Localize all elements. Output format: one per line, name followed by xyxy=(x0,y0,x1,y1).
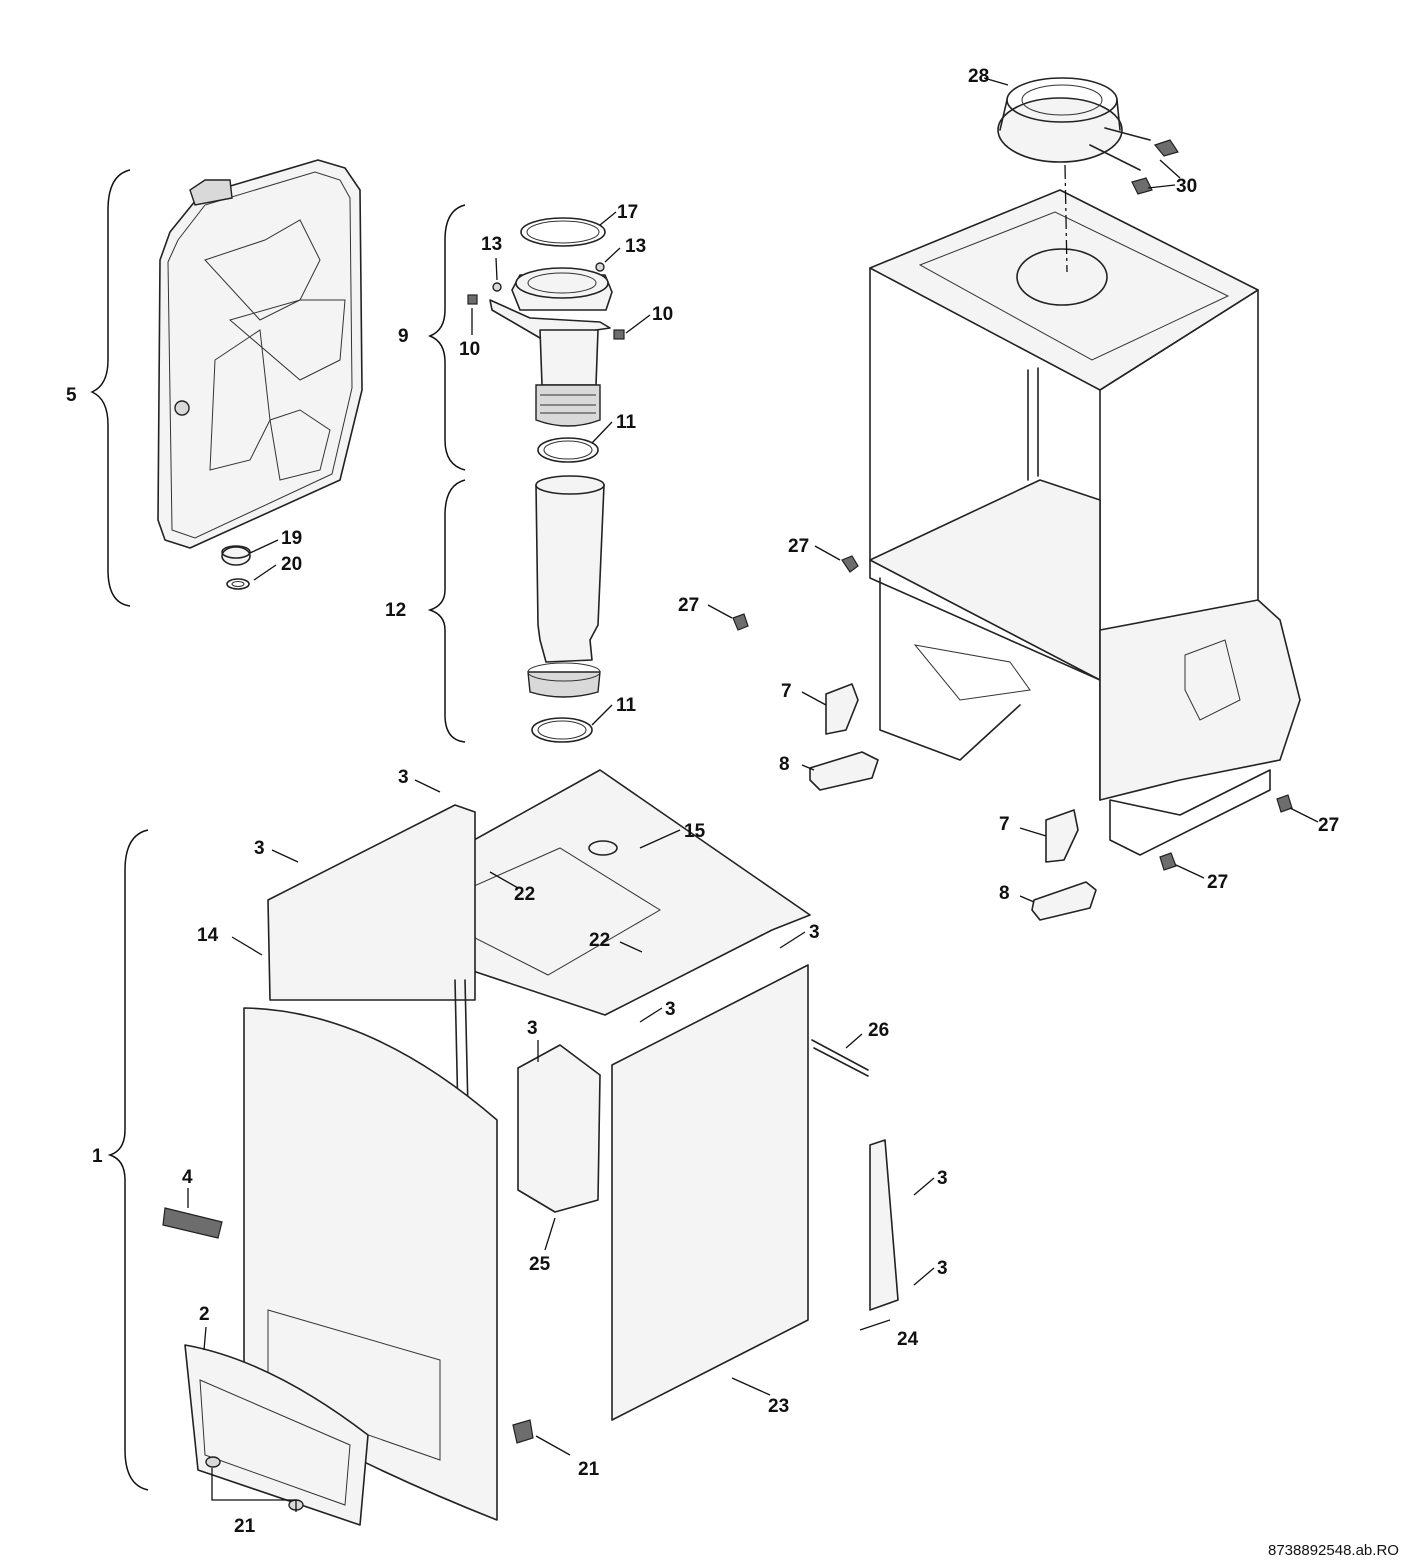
label-11-lower: 11 xyxy=(616,695,637,716)
label-14: 14 xyxy=(197,925,219,946)
label-4: 4 xyxy=(182,1167,193,1188)
label-10-right: 10 xyxy=(652,304,673,325)
label-29: 28 xyxy=(968,66,989,87)
label-20: 20 xyxy=(281,554,302,575)
casing-side-panel xyxy=(267,804,476,1116)
label-9: 9 xyxy=(398,326,409,347)
label-28-a: 27 xyxy=(788,536,809,557)
label-17: 17 xyxy=(617,202,638,223)
flue-pipe xyxy=(527,475,605,698)
label-3-c: 3 xyxy=(809,922,820,943)
label-3-a: 3 xyxy=(398,767,409,788)
label-11-upper: 11 xyxy=(616,412,637,433)
label-3-b: 3 xyxy=(254,838,265,859)
expansion-vessel xyxy=(157,159,363,549)
braces xyxy=(90,169,466,1491)
label-13-left: 13 xyxy=(481,234,502,255)
label-25: 25 xyxy=(529,1254,551,1275)
side-door-panel xyxy=(611,964,809,1421)
leader-lines xyxy=(187,77,1319,1512)
flue-adapter-assembly xyxy=(467,217,625,427)
label-2: 2 xyxy=(199,1304,210,1325)
label-24: 23 xyxy=(768,1396,789,1417)
label-30: 30 xyxy=(1176,176,1197,197)
label-22-a: 22 xyxy=(514,884,535,905)
label-3-g: 3 xyxy=(937,1258,948,1279)
brackets xyxy=(517,1039,899,1311)
label-21: 21 xyxy=(234,1516,256,1537)
axis-line xyxy=(1064,164,1068,273)
label-1: 1 xyxy=(92,1146,103,1167)
label-3-d: 3 xyxy=(665,999,676,1020)
label-28-d: 27 xyxy=(1207,872,1228,893)
label-22-b: 22 xyxy=(589,930,610,951)
label-8-upper: 8 xyxy=(779,754,790,775)
label-28-c: 27 xyxy=(1318,815,1339,836)
label-3-f: 3 xyxy=(937,1168,948,1189)
label-28-b: 27 xyxy=(678,595,699,616)
drawing-code: 8738892548.ab.RO xyxy=(1268,1542,1399,1559)
label-19: 19 xyxy=(281,528,302,549)
vessel-fittings xyxy=(221,545,251,590)
boiler-frame xyxy=(869,189,1301,856)
label-26: 24 xyxy=(897,1329,919,1350)
clips-and-feet xyxy=(732,555,1293,921)
label-23: 21 xyxy=(578,1459,600,1480)
label-12: 12 xyxy=(385,600,406,621)
label-7-upper: 7 xyxy=(781,681,792,702)
flue-collar xyxy=(997,77,1179,195)
label-15: 15 xyxy=(684,821,706,842)
casing-front-panel xyxy=(162,1007,534,1526)
label-13-right: 13 xyxy=(625,236,646,257)
label-5: 5 xyxy=(66,385,77,406)
label-10-left: 10 xyxy=(459,339,480,360)
label-8-lower: 8 xyxy=(999,883,1010,904)
seal-rings xyxy=(531,437,599,743)
part-labels: 28 30 17 13 13 9 10 10 5 11 19 20 27 27 … xyxy=(66,66,1339,1537)
label-3-e: 3 xyxy=(527,1018,538,1039)
label-7-lower: 7 xyxy=(999,814,1010,835)
label-27: 26 xyxy=(868,1020,889,1041)
